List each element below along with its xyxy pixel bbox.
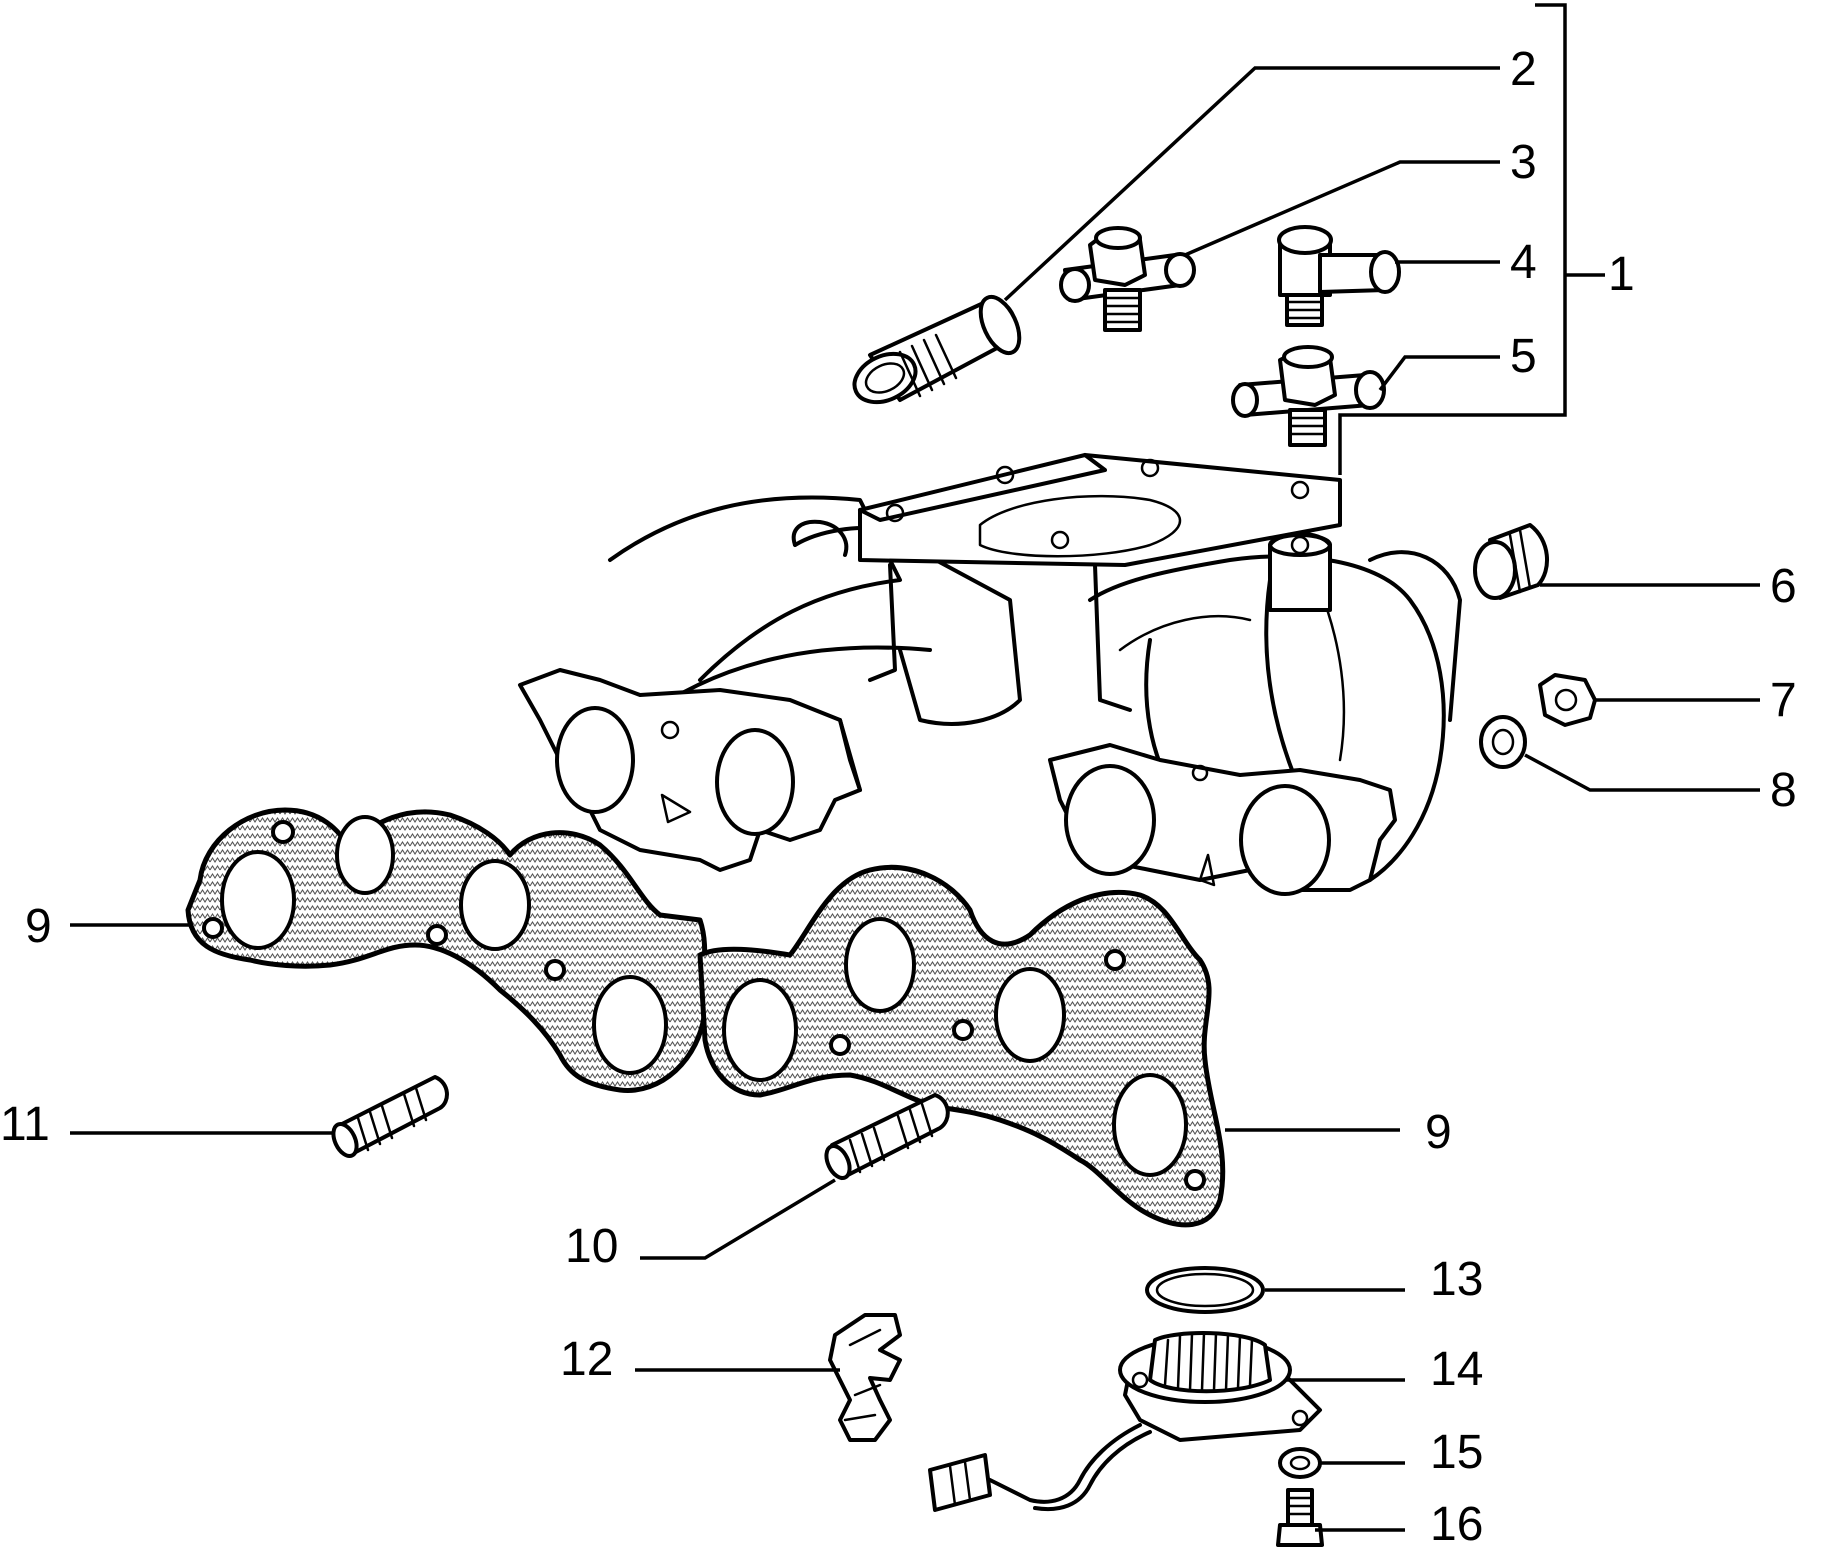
callout-10: 10 — [565, 1220, 618, 1273]
callout-9-left: 9 — [25, 900, 52, 953]
leader-lines — [70, 3, 1760, 1532]
callout-13: 13 — [1430, 1253, 1483, 1306]
plug — [1473, 523, 1550, 600]
callout-4: 4 — [1510, 236, 1537, 289]
callout-1: 1 — [1608, 248, 1635, 301]
washer — [1479, 715, 1527, 769]
tee-fitting-large — [1231, 345, 1386, 447]
callout-8: 8 — [1770, 764, 1797, 817]
exhaust-manifold — [518, 453, 1462, 896]
callout-6: 6 — [1770, 560, 1797, 613]
elbow-fitting — [1277, 225, 1401, 327]
callout-labels: 1 2 3 4 5 6 7 8 9 9 10 11 12 13 14 15 16 — [0, 43, 1797, 1549]
callout-12: 12 — [560, 1333, 613, 1386]
cable-clip — [828, 1313, 902, 1442]
bolt — [1276, 1488, 1324, 1547]
callout-15: 15 — [1430, 1426, 1483, 1479]
callout-3: 3 — [1510, 136, 1537, 189]
o-ring — [1145, 1266, 1265, 1314]
callout-16: 16 — [1430, 1498, 1483, 1549]
tee-fitting-small — [1059, 226, 1196, 332]
sealing-washer — [1278, 1447, 1322, 1479]
callout-14: 14 — [1430, 1343, 1483, 1396]
gasket-left — [185, 807, 708, 1093]
stud-long — [824, 1093, 950, 1180]
stud-short — [331, 1075, 449, 1158]
gasket-right — [697, 864, 1226, 1228]
threaded-nipple — [852, 294, 1022, 405]
callout-9-right: 9 — [1425, 1106, 1452, 1159]
nut — [1538, 673, 1597, 727]
callout-11: 11 — [0, 1098, 50, 1151]
callout-7: 7 — [1770, 674, 1797, 727]
callout-2: 2 — [1510, 43, 1537, 96]
callout-5: 5 — [1510, 330, 1537, 383]
sensor-assembly — [928, 1331, 1322, 1512]
